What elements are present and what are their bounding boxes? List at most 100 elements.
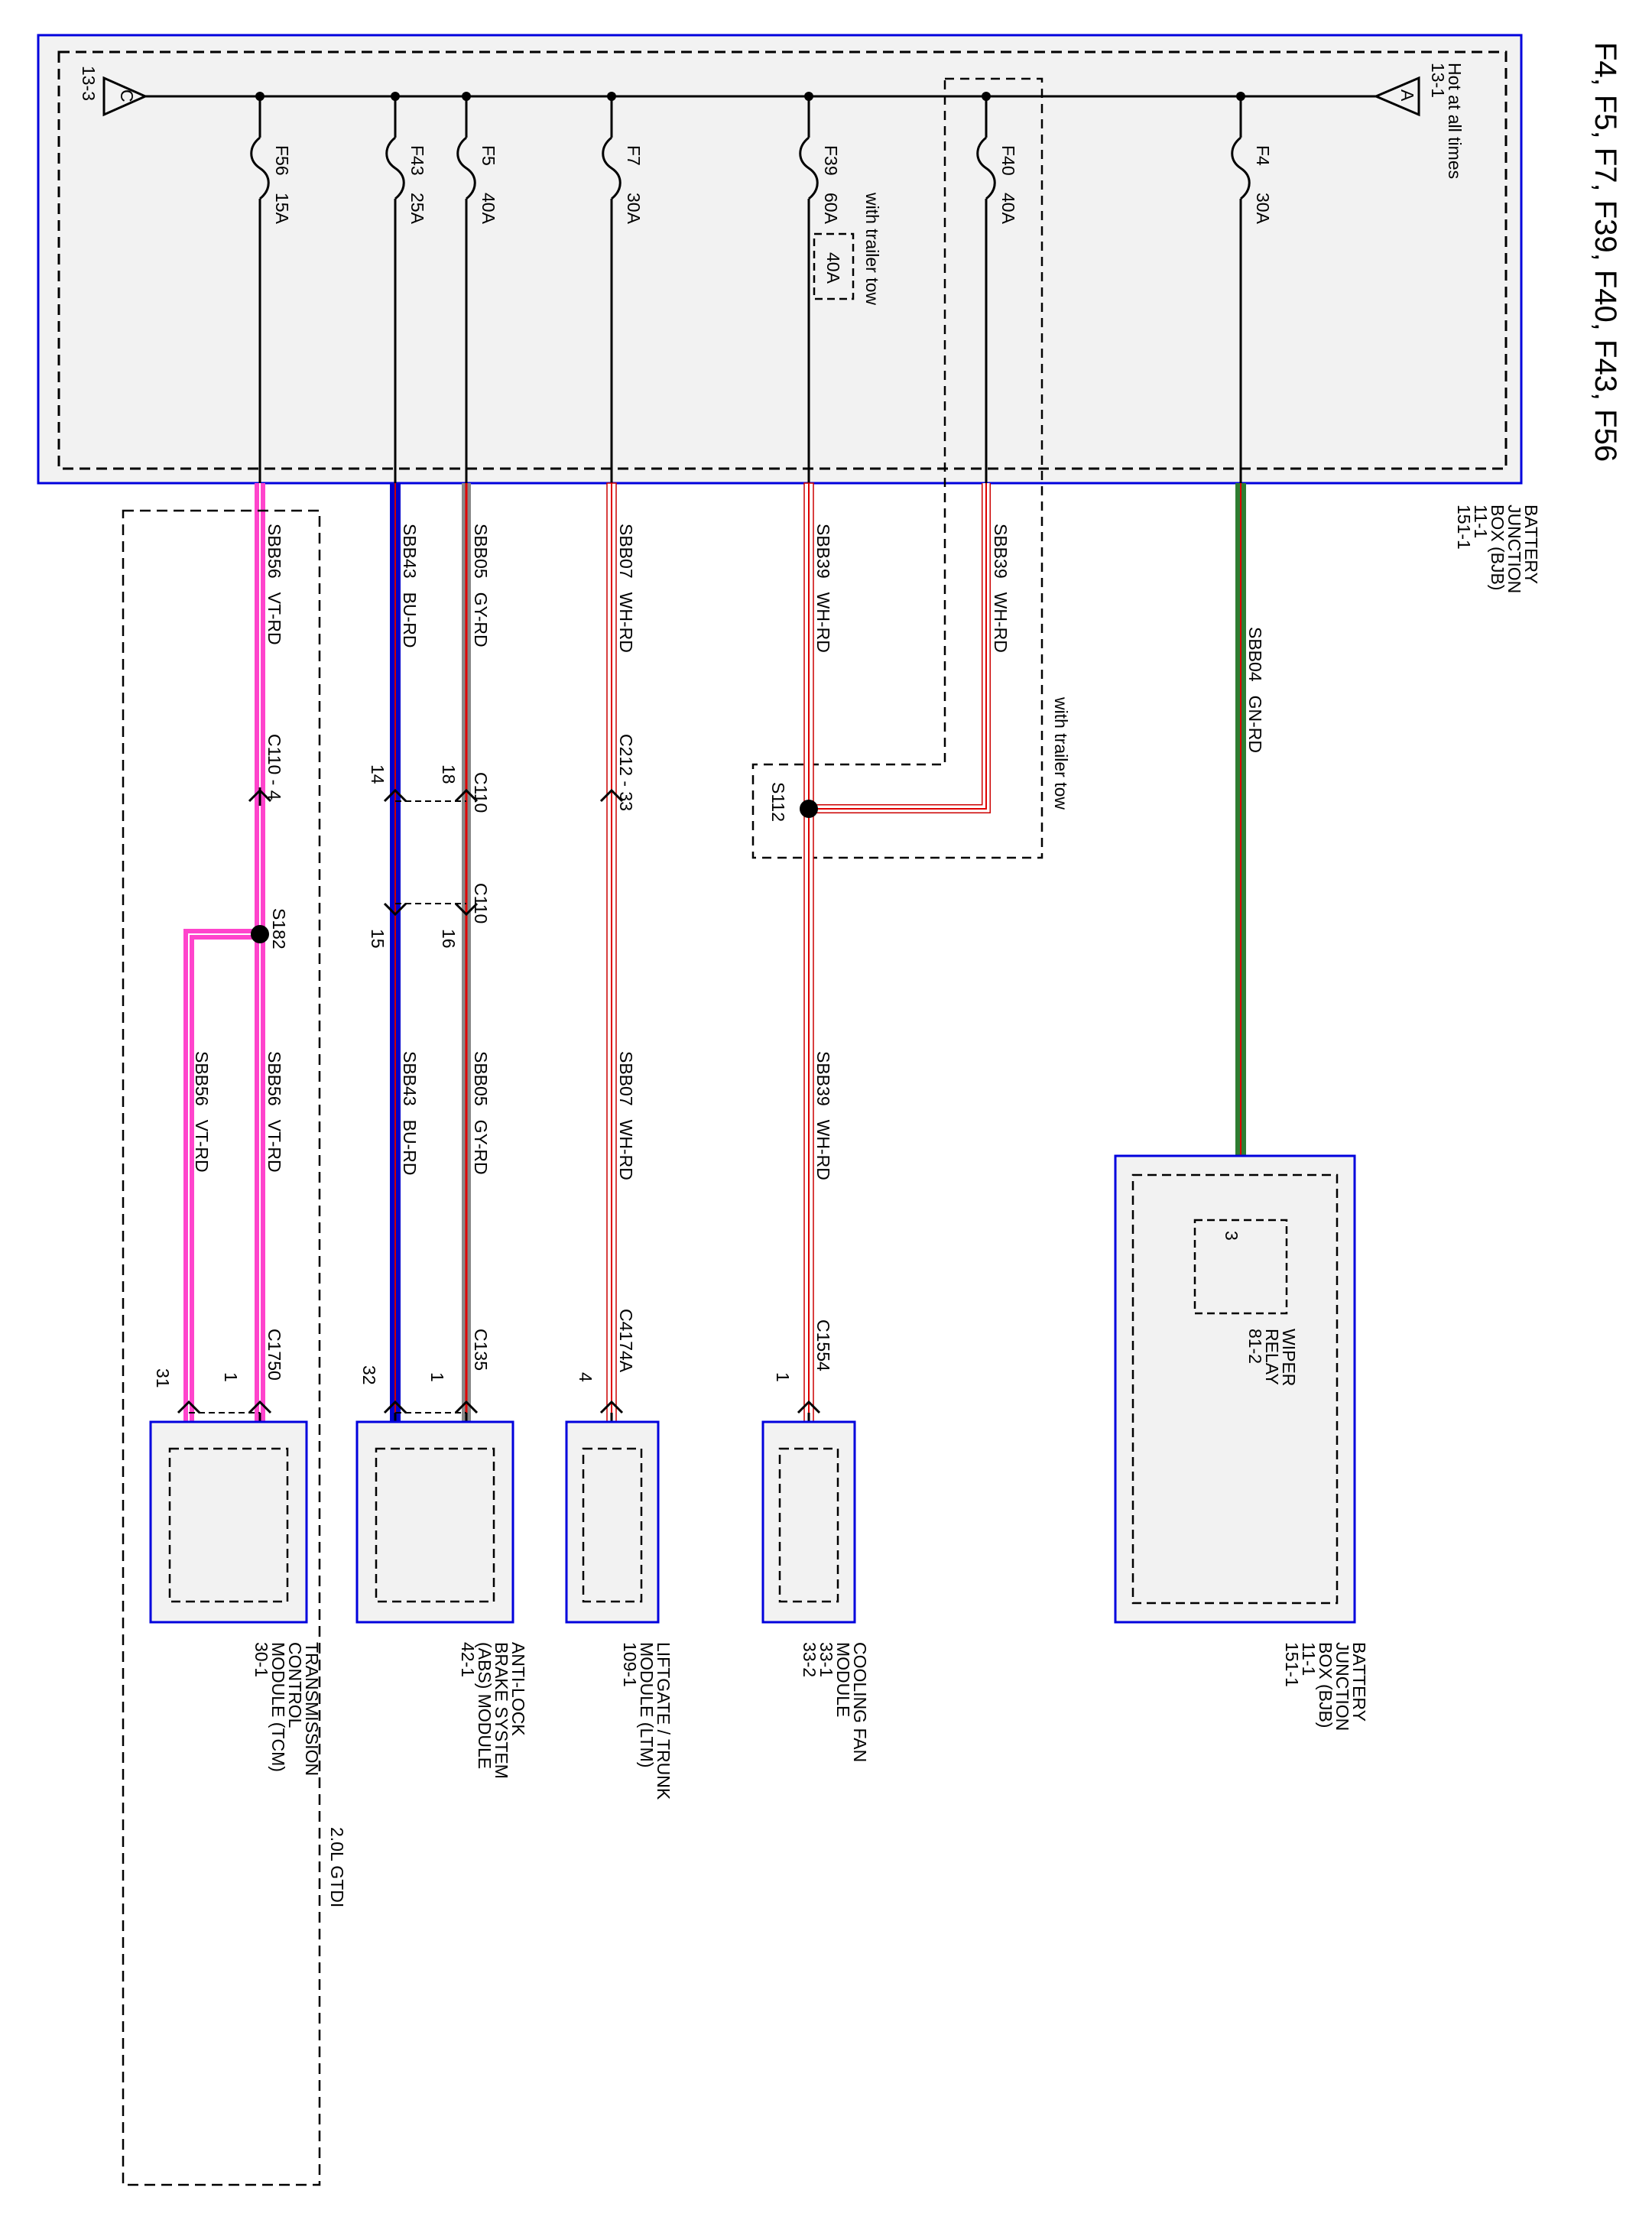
wiper-relay-line1: WIPER: [1279, 1329, 1299, 1386]
fuse-id: F5: [479, 145, 498, 166]
module-tcm: TRANSMISSION CONTROL MODULE (TCM) 30-1: [149, 1420, 322, 1776]
module-fan-line2: MODULE: [833, 1642, 853, 1717]
bjb-top-box: [37, 34, 1523, 485]
module-ltm: LIFTGATE / TRUNK MODULE (LTM) 109-1: [565, 1420, 673, 1800]
bus-connector-c-letter: C: [117, 89, 137, 102]
connector-pin-icon: [177, 1400, 272, 1414]
bus-note: Hot at all times: [1445, 63, 1465, 179]
wiper-relay-line3: 81-2: [1245, 1329, 1265, 1364]
module-tcm-line1: TRANSMISSION: [302, 1642, 322, 1776]
connector-pin-icon: [599, 1400, 624, 1414]
wire-label-sbb39-lower: SBB39WH-RD: [813, 1051, 833, 1180]
bus-connector-a-letter: A: [1397, 89, 1417, 102]
f39-alt-rating: 40A: [823, 252, 843, 284]
module-abs: ANTI-LOCK BRAKE SYSTEM (ABS) MODULE 42-1: [355, 1420, 528, 1779]
module-tcm-line2: CONTROL: [285, 1642, 305, 1728]
bus-connector-c-ref: 13-3: [79, 66, 99, 101]
bus-connector-a-icon: [1373, 76, 1420, 117]
connector-c1750-pin1: 1: [221, 1372, 241, 1382]
wire-label-sbb56-upper: SBB56VT-RD: [265, 524, 284, 645]
module-bjb-line3: BOX (BJB): [1316, 1642, 1336, 1728]
connector-pin-icon: [383, 902, 407, 917]
module-abs-line2: BRAKE SYSTEM: [492, 1642, 511, 1779]
fuse-rating: 25A: [407, 193, 427, 225]
wire-sbb43: [390, 483, 401, 1422]
connector-pin-icon: [797, 1400, 821, 1414]
fuse-icon: [456, 136, 476, 200]
fuse-id: F4: [1253, 145, 1273, 166]
connector-c4174a: C4174A 4: [576, 1309, 636, 1449]
page-title: F4, F5, F7, F39, F40, F43, F56: [1589, 42, 1622, 462]
connector-pin-icon: [454, 902, 479, 917]
splice-s182-icon: [251, 925, 269, 943]
wire-label-sbb56-branch: SBB56VT-RD: [192, 1051, 212, 1173]
connector-c110-bottom: C110 15 16: [368, 883, 491, 949]
connector-c110-bottom-label: C110: [471, 883, 491, 923]
wire-sbb07: [606, 482, 617, 1423]
module-bjb-line5: 151-1: [1282, 1642, 1302, 1687]
module-abs-line3: (ABS) MODULE: [475, 1642, 495, 1769]
fuse-rating: 30A: [624, 193, 644, 225]
fuse-icon: [250, 136, 270, 200]
fuse-id: F56: [272, 145, 292, 176]
connector-pin-icon: [599, 788, 624, 803]
connector-pin-icon: [454, 788, 479, 803]
engine-variant-region: [122, 509, 321, 2186]
connector-c110-pin14: 14: [368, 764, 388, 784]
trailer-tow-note-bjb: with trailer tow: [862, 192, 882, 305]
wire-sbb39-trailer: [809, 483, 991, 813]
wiper-relay-line2: RELAY: [1262, 1329, 1282, 1385]
connector-c110-top: C110 14 18: [368, 764, 491, 813]
wire-label-sbb56-lower: SBB56VT-RD: [265, 1051, 284, 1173]
trailer-tow-note-s112: with trailer tow: [1051, 696, 1071, 810]
splice-s112-label: S112: [768, 782, 788, 822]
wire-label-sbb05-lower: SBB05GY-RD: [471, 1051, 491, 1175]
fuse-id: F40: [998, 145, 1018, 176]
connector-c110-pin15: 15: [368, 929, 388, 949]
connector-c135-label: C135: [471, 1329, 491, 1371]
connector-c135-pin1: 1: [427, 1372, 447, 1382]
fuse-icon: [602, 136, 622, 200]
bjb-top-label-line4: 11-1: [1471, 505, 1491, 538]
engine-note: 2.0L GTDI: [327, 1827, 347, 1907]
connector-pin-icon: [383, 788, 407, 803]
connector-pin-icon: [248, 787, 272, 806]
connector-c110-4: C110 - 4: [248, 734, 284, 806]
fuse-icon: [385, 136, 405, 200]
module-bjb-line4: 11-1: [1299, 1642, 1319, 1676]
fuse-f43: F43 25A: [385, 92, 427, 483]
fuse-icon: [799, 136, 819, 200]
fuse-rating: 60A: [821, 193, 841, 225]
wire-label-sbb07-lower: SBB07WH-RD: [616, 1051, 636, 1180]
fuse-id: F39: [821, 145, 841, 176]
connector-c212: C212 - 33: [599, 734, 636, 811]
fuse-rating: 30A: [1253, 193, 1273, 225]
fuse-id: F7: [624, 145, 644, 166]
module-abs-line1: ANTI-LOCK: [508, 1642, 528, 1736]
wire-label-sbb05-upper: SBB05GY-RD: [471, 524, 491, 648]
wire-label-sbb39-upper: SBB39WH-RD: [813, 524, 833, 653]
connector-c4174a-label: C4174A: [616, 1309, 636, 1373]
bjb-top-label-line1: BATTERY: [1521, 505, 1541, 584]
connector-pin-icon: [383, 1400, 479, 1414]
fuse-icon: [976, 136, 996, 200]
module-abs-line4: 42-1: [458, 1642, 478, 1677]
f39-alt-rating-box: [813, 232, 855, 300]
fuse-rating: 40A: [998, 193, 1018, 225]
connector-c1750-label: C1750: [265, 1329, 284, 1381]
fuse-rating: 40A: [479, 193, 498, 225]
wire-sbb39: [803, 482, 814, 1423]
bus-connector-a-ref: 13-1: [1428, 63, 1448, 98]
splice-s182-label: S182: [269, 908, 289, 949]
module-tcm-line4: 30-1: [252, 1642, 271, 1677]
wire-label-sbb43-upper: SBB43BU-RD: [400, 524, 420, 648]
bus-connector-a-label: Hot at all times 13-1: [1428, 63, 1465, 179]
connector-c110-pin18: 18: [439, 764, 459, 784]
connector-c1554-pin: 1: [773, 1372, 793, 1382]
fuse-rating: 15A: [272, 193, 292, 225]
module-fan-line4: 33-2: [800, 1642, 820, 1677]
fuse-f56: F56 15A: [250, 92, 292, 483]
splice-s112-icon: [800, 800, 818, 818]
wire-label-sbb43-lower: SBB43BU-RD: [400, 1051, 420, 1175]
